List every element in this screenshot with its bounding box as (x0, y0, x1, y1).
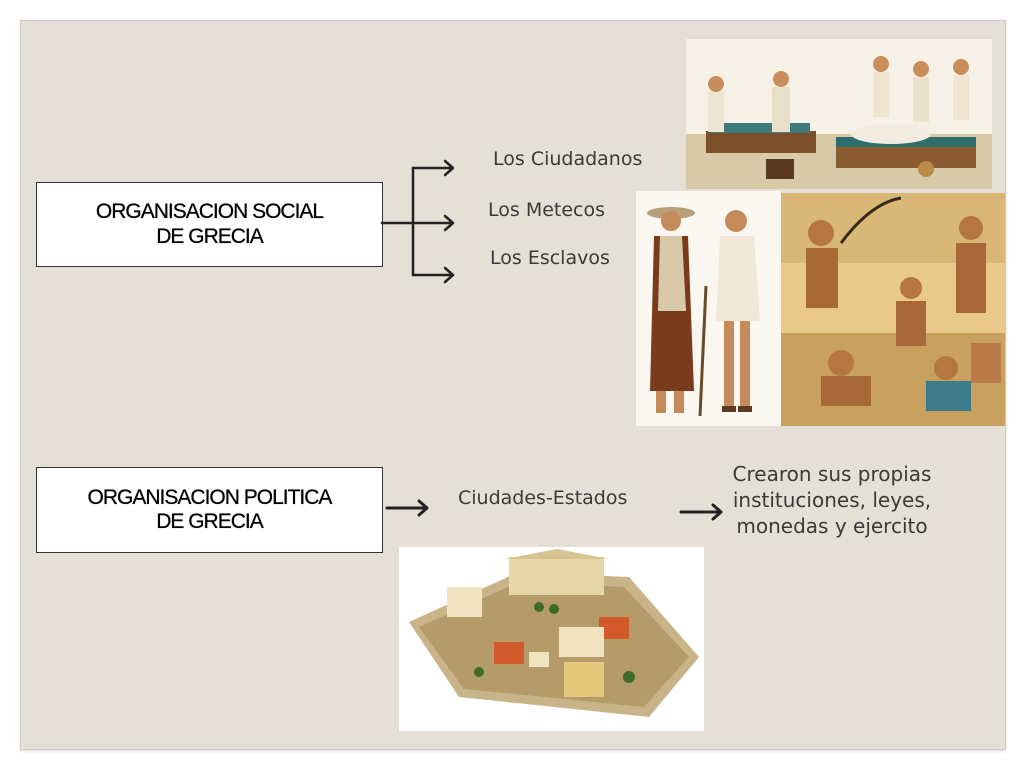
arrow-to-result (679, 503, 723, 521)
arrow-to-ciudadanos (411, 159, 455, 177)
citizens-banquet-image (686, 39, 992, 189)
arrow-to-metecos (411, 214, 455, 232)
political-result-text: Crearon sus propias instituciones, leyes… (708, 461, 956, 539)
political-organisation-box: ORGANISACION POLITICA DE GRECIA (36, 467, 383, 553)
social-class-ciudadanos: Los Ciudadanos (493, 148, 643, 170)
result-line-3: monedas y ejercito (736, 514, 928, 538)
arrow-to-ciudades (385, 499, 429, 517)
social-box-line1: ORGANISACION SOCIAL (95, 200, 324, 224)
result-line-1: Crearon sus propias (732, 462, 932, 486)
slide: ORGANISACION SOCIAL DE GRECIA ORGANISACI… (20, 20, 1006, 750)
social-class-metecos: Los Metecos (488, 199, 606, 221)
ciudades-estados-label: Ciudades-Estados (458, 487, 628, 509)
social-box-line2: DE GRECIA (156, 224, 264, 248)
political-box-line1: ORGANISACION POLITICA (87, 485, 333, 509)
connector-arrows (380, 159, 723, 521)
social-class-esclavos: Los Esclavos (490, 247, 610, 269)
political-box-line2: DE GRECIA (156, 510, 264, 533)
arrow-to-esclavos (411, 266, 455, 284)
result-line-2: instituciones, leyes, (732, 488, 932, 512)
metecos-image (636, 191, 781, 426)
slaves-image (781, 193, 1005, 426)
social-organisation-box: ORGANISACION SOCIAL DE GRECIA (36, 182, 383, 267)
acropolis-image (399, 547, 704, 731)
